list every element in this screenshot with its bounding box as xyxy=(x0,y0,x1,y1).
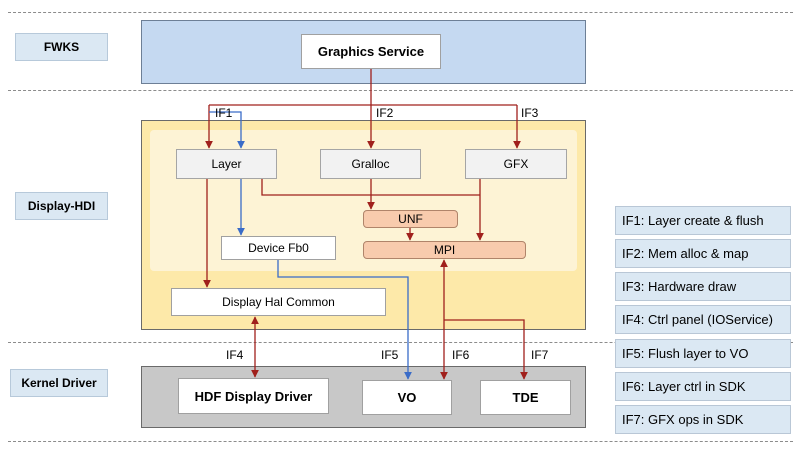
separator-hdi-kernel xyxy=(8,342,793,343)
label-if3: IF3 xyxy=(521,106,539,120)
legend-item-if6: IF6: Layer ctrl in SDK xyxy=(615,372,791,401)
layer-box[interactable]: Layer xyxy=(176,149,277,179)
gralloc-box[interactable]: Gralloc xyxy=(320,149,421,179)
wire-if1-blue xyxy=(209,111,245,149)
vo-box[interactable]: VO xyxy=(362,380,452,415)
label-if6: IF6 xyxy=(452,348,470,362)
mpi-box[interactable]: MPI xyxy=(363,241,526,259)
label-if5: IF5 xyxy=(381,348,399,362)
wire-fb0-vo xyxy=(277,260,412,380)
graphics-service-box[interactable]: Graphics Service xyxy=(301,34,441,69)
legend-item-if4: IF4: Ctrl panel (IOService) xyxy=(615,305,791,334)
legend-item-if3: IF3: Hardware draw xyxy=(615,272,791,301)
gfx-box[interactable]: GFX xyxy=(465,149,567,179)
wire-layer-bus xyxy=(261,179,480,196)
label-if1: IF1 xyxy=(215,106,233,120)
legend-item-if1: IF1: Layer create & flush xyxy=(615,206,791,235)
display-hal-common-box[interactable]: Display Hal Common xyxy=(171,288,386,316)
layer-tag-kernel-driver: Kernel Driver xyxy=(10,369,108,397)
separator-fwks-hdi xyxy=(8,90,793,91)
tde-box[interactable]: TDE xyxy=(480,380,571,415)
legend-item-if7: IF7: GFX ops in SDK xyxy=(615,405,791,434)
separator-top xyxy=(8,12,793,13)
layer-tag-display-hdi: Display-HDI xyxy=(15,192,108,220)
wire-mpi-tde xyxy=(444,319,528,380)
unf-box[interactable]: UNF xyxy=(363,210,458,228)
label-if7: IF7 xyxy=(531,348,549,362)
layer-tag-fwks: FWKS xyxy=(15,33,108,61)
label-if4: IF4 xyxy=(226,348,244,362)
legend-item-if2: IF2: Mem alloc & map xyxy=(615,239,791,268)
label-if2: IF2 xyxy=(376,106,394,120)
device-fb0-box[interactable]: Device Fb0 xyxy=(221,236,336,260)
legend-item-if5: IF5: Flush layer to VO xyxy=(615,339,791,368)
hdf-display-driver-box[interactable]: HDF Display Driver xyxy=(178,378,329,414)
separator-bottom xyxy=(8,441,793,442)
